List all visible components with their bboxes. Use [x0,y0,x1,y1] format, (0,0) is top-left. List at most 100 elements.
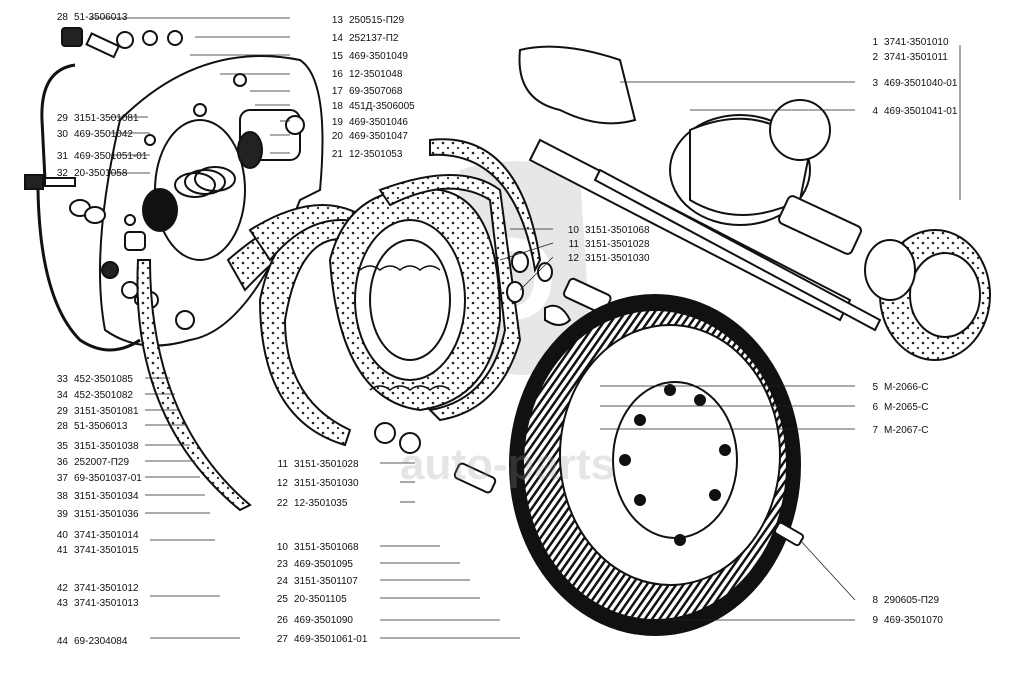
part-number: 40 [56,530,68,541]
part-code: 3151-3501038 [74,441,139,452]
part-number: 36 [56,457,68,468]
part-code: 3741-3501010 [884,37,949,48]
part-code: 252137-П2 [349,33,399,44]
part-number: 6 [872,402,878,413]
part-number: 29 [56,406,68,417]
part-number: 26 [276,615,288,626]
part-number: 12 [276,478,288,489]
part-code: 469-3501046 [349,117,408,128]
part-code: 12-3501048 [349,69,403,80]
wheel-cylinder [237,109,305,169]
part-number: 30 [56,129,68,140]
part-number: 3 [872,78,878,89]
part-number: 14 [331,33,343,44]
part-code: М-2066-С [884,382,929,393]
part-number: 11 [568,239,579,250]
part-code: М-2065-С [884,402,929,413]
piston-cup [142,188,178,232]
part-number: 2 [872,52,878,63]
rear-axle-housing [518,45,882,332]
part-code: 3151-3501068 [585,225,650,236]
part-number: 11 [277,459,288,470]
part-number: 8 [872,595,878,606]
part-number: 5 [872,382,878,393]
part-number: 44 [56,636,68,647]
part-code: 3151-3501030 [294,478,359,489]
part-code: 3741-3501015 [74,545,139,556]
part-number: 41 [56,545,68,556]
part-code: 3151-3501081 [74,406,139,417]
part-code: 469-3501042 [74,129,133,140]
part-code: 3151-3501068 [294,542,359,553]
part-number: 24 [276,576,288,587]
part-code: 469-3501049 [349,51,408,62]
brake-shoe-lining [328,187,502,412]
part-number: 27 [276,634,288,645]
part-code: 250515-П29 [349,15,405,26]
part-number: 31 [56,151,68,162]
part-code: 252007-П29 [74,457,130,468]
brake-drum [509,294,801,636]
part-code: 3741-3501011 [884,52,948,63]
part-number: 10 [276,542,288,553]
part-code: 469-3501051-01 [74,151,148,162]
part-number: 4 [872,106,878,117]
part-code: 469-3501061-01 [294,634,368,645]
part-number: 19 [331,117,343,128]
part-code: 3151-3501107 [294,576,358,587]
part-code: 469-3501070 [884,615,943,626]
watermark-text: auto-parts [400,440,616,489]
part-number: 10 [567,225,579,236]
part-code: 3741-3501013 [74,598,139,609]
part-code: 12-3501053 [349,149,403,160]
leader-lines [90,17,961,639]
part-code: 452-3501082 [74,390,133,401]
part-number: 42 [56,583,68,594]
part-code: 51-3506013 [74,12,128,23]
part-code: 3151-3501036 [74,509,139,520]
part-code: 469-3501090 [294,615,353,626]
part-code: 20-3501058 [74,168,128,179]
part-number: 18 [331,101,343,112]
part-code: 51-3506013 [74,421,128,432]
brake-shoe-outer [378,138,542,422]
part-code: 469-3501047 [349,131,408,142]
part-code: 3741-3501014 [74,530,139,541]
part-number: 28 [56,421,68,432]
part-code: 3741-3501012 [74,583,139,594]
hub-assembly [864,229,991,361]
part-code: 290605-П29 [884,595,940,606]
part-code: 469-3501040-01 [884,78,958,89]
part-number: 15 [331,51,343,62]
part-number: 13 [331,15,343,26]
part-code: 451Д-3506005 [349,101,415,112]
part-number: 37 [56,473,68,484]
part-number: 29 [56,113,68,124]
part-number: 33 [56,374,68,385]
part-number: 35 [56,441,68,452]
part-number: 32 [56,168,68,179]
part-number: 23 [276,559,288,570]
part-number: 39 [56,509,68,520]
part-code: 69-3501037-01 [74,473,142,484]
part-number: 16 [331,69,343,80]
part-number: 22 [276,498,288,509]
piston-spring [174,166,236,198]
part-number: 21 [331,149,343,160]
part-number: 34 [56,390,68,401]
part-code: 452-3501085 [74,374,133,385]
part-number: 9 [872,615,878,626]
part-code: 3151-3501030 [585,253,650,264]
part-number: 7 [872,425,878,436]
part-code: М-2067-С [884,425,929,436]
part-code: 3151-3501081 [74,113,139,124]
part-code: 3151-3501034 [74,491,139,502]
return-spring-upper [359,265,441,271]
part-number: 25 [276,594,288,605]
part-number: 20 [331,131,343,142]
part-code: 469-3501095 [294,559,353,570]
part-code: 69-2304084 [74,636,128,647]
part-number: 43 [56,598,68,609]
